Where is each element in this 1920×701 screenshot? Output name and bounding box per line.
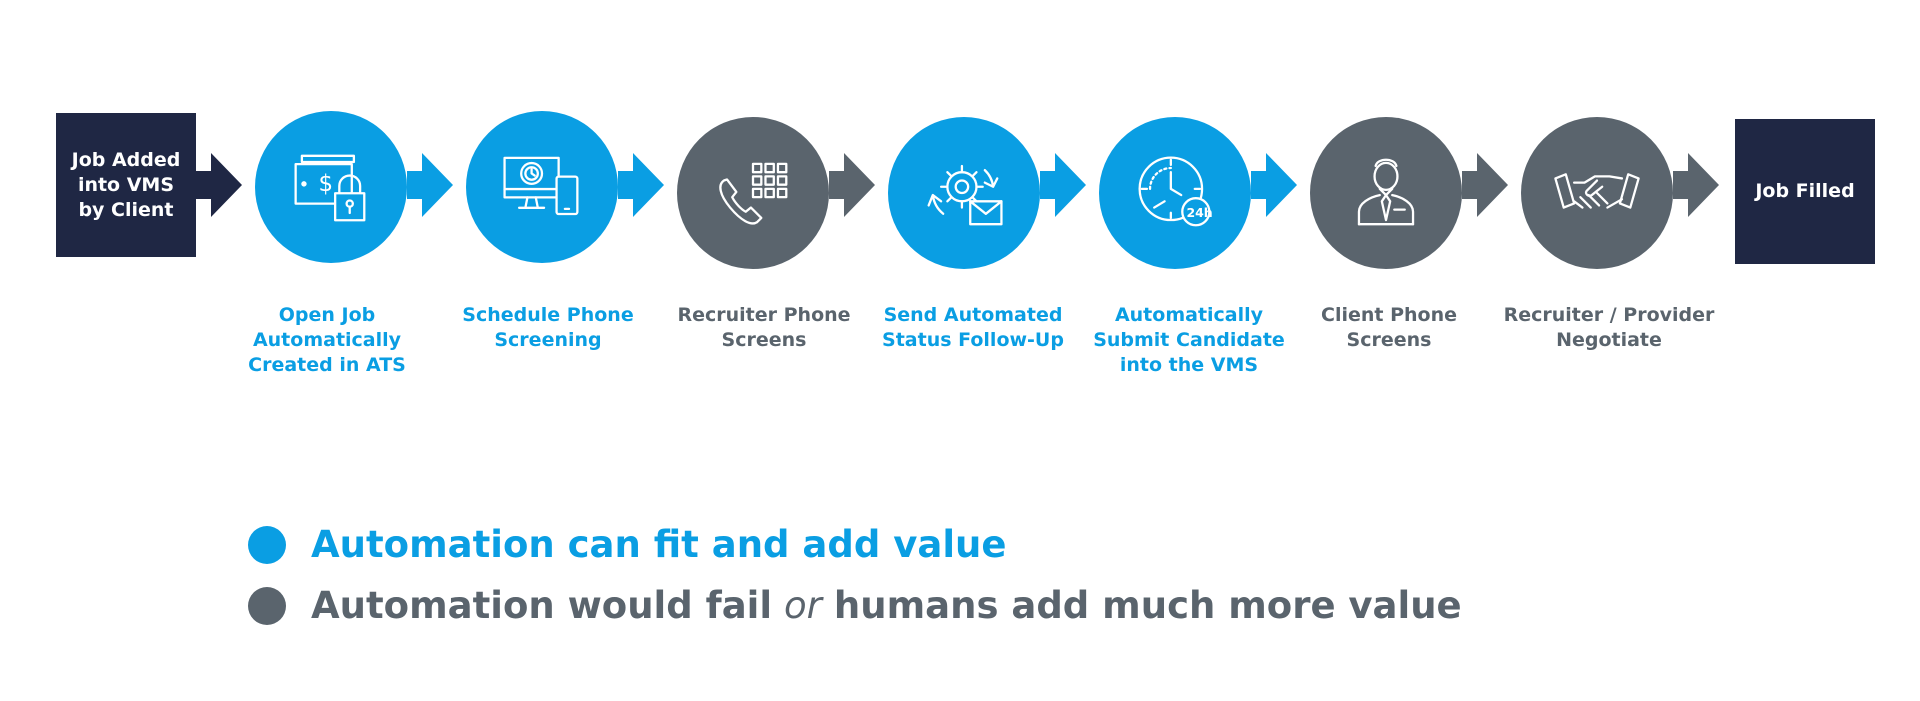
step-6-label: Client Phone Screens	[1321, 304, 1457, 351]
gear-mail-icon	[927, 164, 1003, 226]
legend-item-human-value: Automation would fail or humans add much…	[248, 584, 1462, 627]
step-5-label: Automatically Submit Candidate into the …	[1093, 304, 1285, 376]
step-4-circle	[888, 117, 1040, 269]
clock-24h-icon: 24h	[1138, 156, 1213, 227]
arrow-icon	[1251, 153, 1297, 217]
step-3-label: Recruiter Phone Screens	[677, 304, 851, 351]
start-box-label: Job Added into VMS by Client	[71, 148, 181, 221]
start-box: Job Added into VMS by Client	[56, 113, 196, 257]
step-1-circle: $	[255, 111, 407, 263]
step-2-label: Schedule Phone Screening	[462, 304, 634, 351]
step-7-circle	[1521, 117, 1673, 269]
svg-text:$: $	[319, 171, 334, 197]
step-6-circle	[1310, 117, 1462, 269]
step-2-circle	[466, 111, 618, 263]
phone-keypad-icon	[719, 162, 788, 225]
step-7-label: Recruiter / Provider Negotiate	[1503, 304, 1715, 351]
arrow-icon	[1462, 153, 1508, 217]
cash-lock-icon: $	[294, 154, 366, 222]
legend-automation-fit-text: Automation can fit and add value	[311, 523, 1007, 566]
arrow-icon	[196, 153, 242, 217]
step-1-label: Open Job Automatically Created in ATS	[248, 304, 406, 376]
legend-item-automation-fit: Automation can fit and add value	[248, 523, 1006, 566]
step-4-label: Send Automated Status Follow-Up	[882, 304, 1064, 351]
legend-human-value-part2: humans add much more value	[833, 584, 1462, 627]
step-3-circle	[677, 117, 829, 269]
arrow-icon	[829, 153, 875, 217]
arrow-icon	[618, 153, 664, 217]
arrow-icon	[407, 153, 453, 217]
arrow-icon	[1673, 153, 1719, 217]
handshake-icon	[1554, 173, 1640, 209]
gray-dot-icon	[248, 586, 286, 625]
end-box: Job Filled	[1735, 119, 1875, 264]
step-5-circle: 24h	[1099, 117, 1251, 269]
legend-human-value-connector: or	[784, 584, 822, 627]
svg-text:24h: 24h	[1186, 205, 1212, 220]
blue-dot-icon	[248, 525, 286, 564]
end-box-label: Job Filled	[1755, 180, 1855, 202]
legend-human-value-part1: Automation would fail	[311, 584, 773, 627]
arrow-icon	[1040, 153, 1086, 217]
businessman-icon	[1357, 158, 1415, 226]
devices-clock-icon	[503, 156, 579, 216]
